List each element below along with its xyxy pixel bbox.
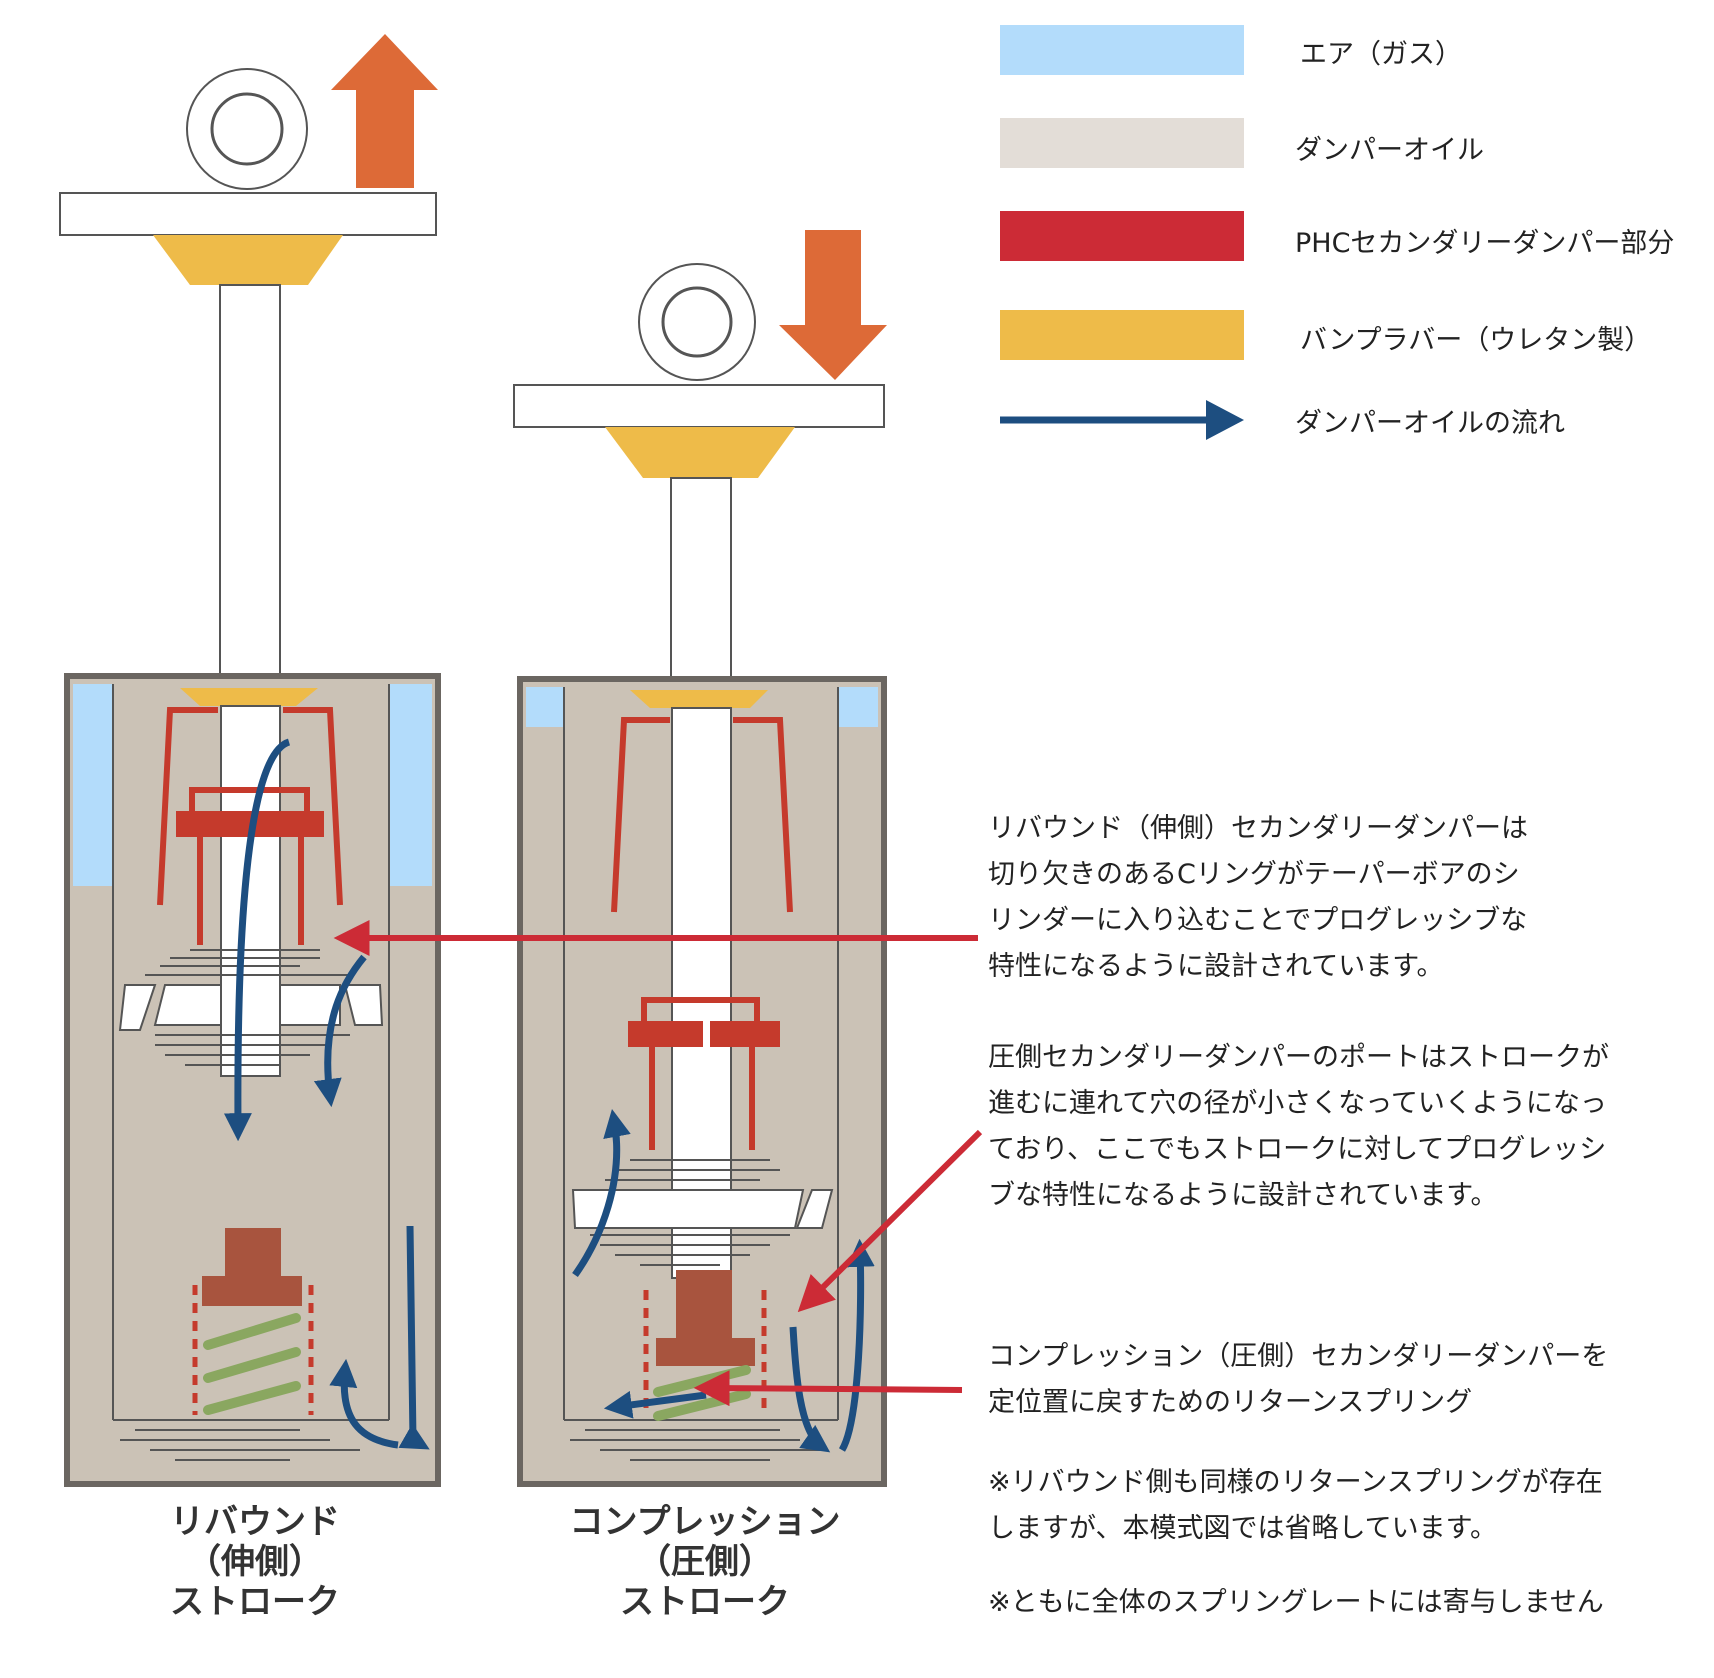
legend-swatch-bump-rubber: [1000, 310, 1244, 360]
footnote-spring-rate: ※ともに全体のスプリングレートには寄与しません: [988, 1587, 1604, 1618]
legend-label-oil: ダンパーオイル: [1295, 135, 1484, 166]
legend-label-air: エア（ガス）: [1300, 39, 1462, 70]
legend-swatch-air: [1000, 25, 1244, 75]
top-plate: [513, 384, 885, 428]
compression-note: 圧側セカンダリーダンパーのポートはストロークが 進むに連れて穴の径が小さくなって…: [988, 1042, 1609, 1211]
legend-swatch-phc: [1000, 211, 1244, 261]
compression-caption: コンプレッション （圧側） ストローク: [569, 1502, 841, 1622]
legend-flow-arrow-icon: [1000, 400, 1244, 440]
flow-arrow-icon: [572, 1108, 875, 1453]
rebound-caption: リバウンド （伸側） ストローク: [170, 1502, 340, 1622]
air-gap: [389, 684, 432, 886]
legend-label-phc: PHCセカンダリーダンパー部分: [1295, 228, 1675, 259]
main-piston: [118, 984, 157, 1031]
rebound-secondary-damper: [157, 707, 343, 945]
legend-label-bump-rubber: バンプラバー（ウレタン製）: [1300, 325, 1652, 356]
main-piston: [571, 1189, 805, 1229]
bump-rubber: [153, 235, 343, 285]
callout-arrows: [333, 920, 983, 1407]
motion-down-arrow-icon: [779, 230, 887, 380]
mount-eye-icon: [638, 263, 756, 381]
footnote-rebound-spring: ※リバウンド側も同様のリターンスプリングが存在 しますが、本模式図では省略してい…: [988, 1467, 1603, 1544]
piston-rod: [670, 477, 732, 684]
piston-rod: [219, 284, 281, 681]
rebound-shock: [59, 34, 441, 1487]
return-spring: [203, 1313, 301, 1415]
air-gap: [526, 687, 564, 727]
flow-arrow-icon: [223, 738, 430, 1450]
air-gap: [838, 687, 878, 727]
air-gap: [73, 684, 113, 886]
legend: [1000, 25, 1244, 440]
mount-eye-icon: [186, 68, 308, 190]
top-plate: [59, 192, 437, 236]
legend-label-flow: ダンパーオイルの流れ: [1295, 408, 1565, 439]
rebound-note: リバウンド（伸側）セカンダリーダンパーは 切り欠きのあるCリングがテーパーボアの…: [988, 813, 1528, 982]
legend-swatch-oil: [1000, 118, 1244, 168]
motion-up-arrow-icon: [331, 34, 438, 188]
spring-note: コンプレッション（圧側）セカンダリーダンパーを 定位置に戻すためのリターンスプリ…: [988, 1341, 1609, 1418]
bump-rubber: [605, 427, 795, 478]
compression-shock: [513, 230, 887, 1487]
